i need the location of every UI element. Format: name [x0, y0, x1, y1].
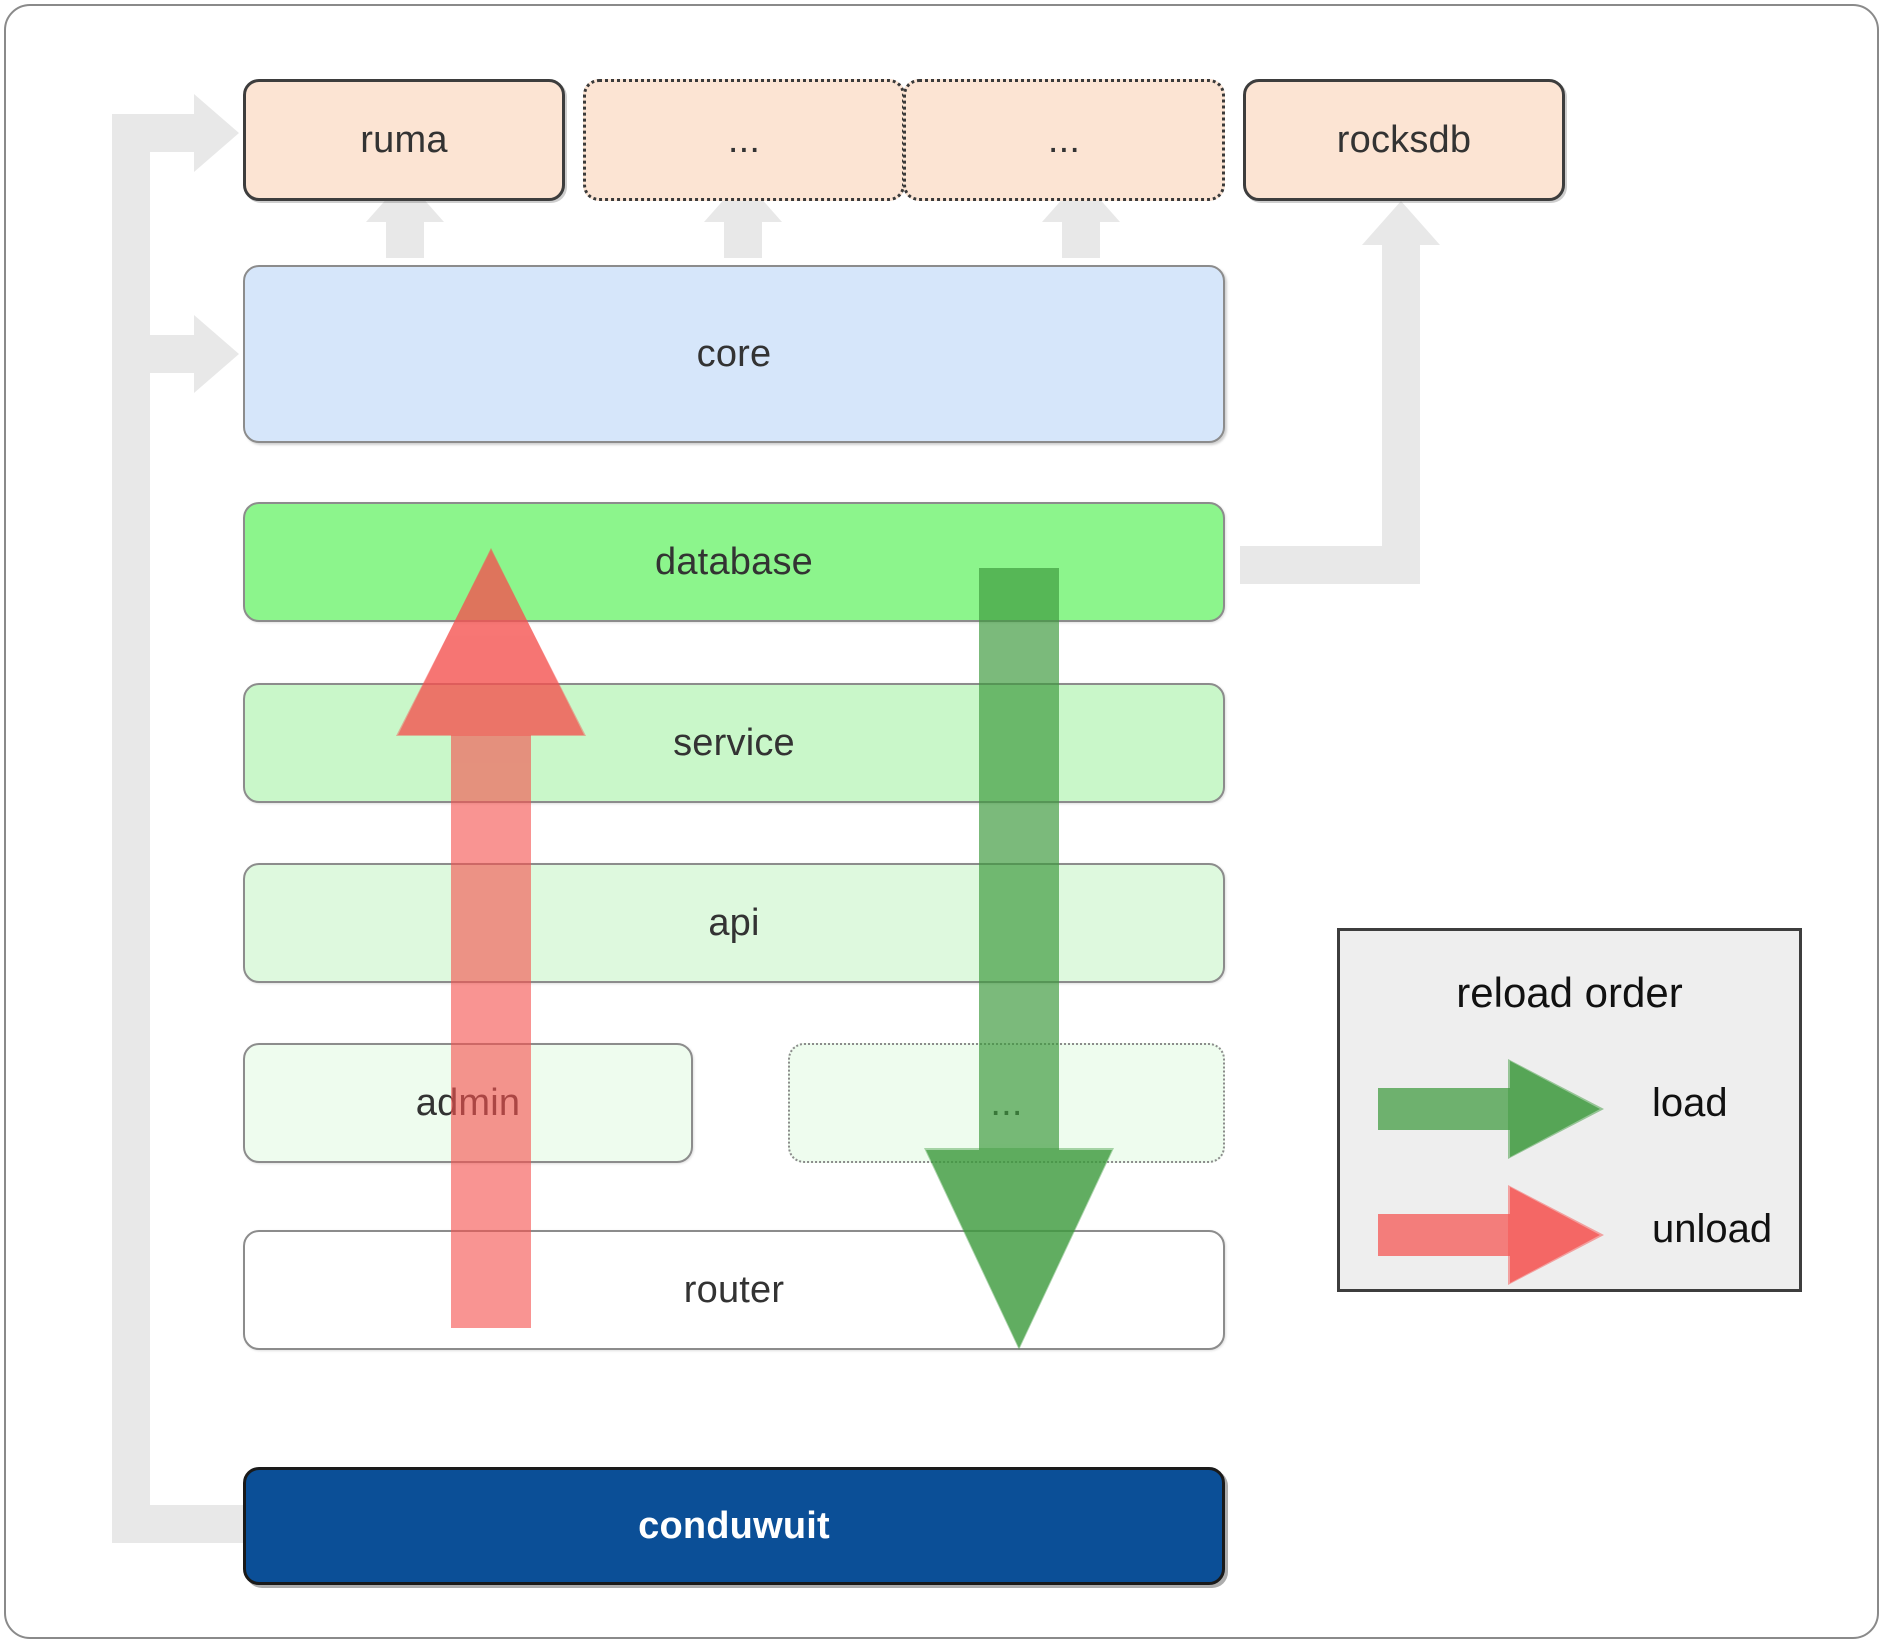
core-box[interactable]: core [243, 265, 1225, 443]
crate-label-ruma: ruma [360, 118, 448, 161]
layer-box-admin[interactable]: admin [243, 1043, 693, 1163]
legend-unload-arrow-icon [1378, 1185, 1604, 1285]
layer-box-service[interactable]: service [243, 683, 1225, 803]
layer-box-router[interactable]: router [243, 1230, 1225, 1350]
layer-label-admin: admin [415, 1081, 521, 1124]
crate-box-rocksdb[interactable]: rocksdb [1243, 79, 1565, 201]
legend-title: reload order [1456, 969, 1683, 1016]
core-label: core [696, 332, 772, 375]
legend-panel: reload order load [1337, 928, 1802, 1292]
legend-label-load: load [1652, 1081, 1728, 1125]
layer-box-ellipsis-3[interactable]: ... [788, 1043, 1225, 1163]
legend-row-unload: unload [1340, 1185, 1799, 1285]
diagram-frame [4, 4, 1879, 1639]
crate-box-ruma[interactable]: ruma [243, 79, 565, 201]
crate-label-rocksdb: rocksdb [1336, 118, 1472, 161]
crate-label-ellipsis-2: ... [1047, 118, 1081, 161]
layer-box-api[interactable]: api [243, 863, 1225, 983]
crate-box-ellipsis-1[interactable]: ... [583, 79, 905, 201]
layer-label-service: service [673, 721, 795, 764]
legend-row-load: load [1340, 1059, 1799, 1159]
crate-label-ellipsis-1: ... [727, 118, 761, 161]
layer-label-database: database [655, 540, 813, 583]
layer-label-router: router [683, 1268, 785, 1311]
root-label-conduwuit: conduwuit [638, 1504, 830, 1547]
legend-label-unload: unload [1652, 1207, 1773, 1251]
layer-label-api: api [708, 901, 760, 944]
root-box-conduwuit[interactable]: conduwuit [243, 1467, 1225, 1585]
layer-label-ellipsis-3: ... [990, 1081, 1023, 1124]
legend-load-arrow-icon [1378, 1059, 1604, 1159]
layer-box-database[interactable]: database [243, 502, 1225, 622]
crate-box-ellipsis-2[interactable]: ... [903, 79, 1225, 201]
